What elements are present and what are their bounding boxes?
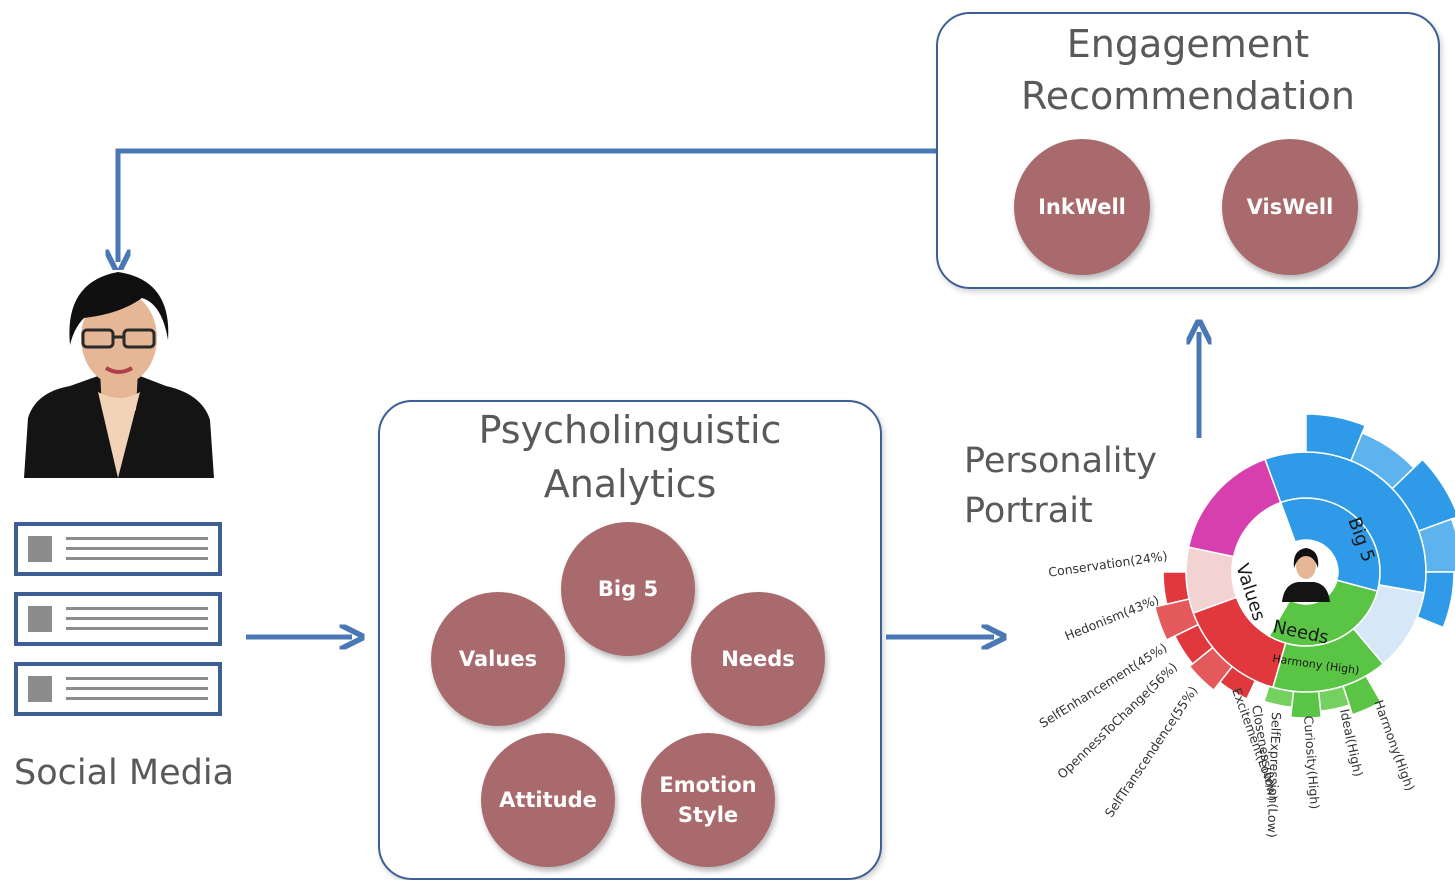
big5-outer-segment	[1416, 571, 1455, 629]
value-label: SelfTranscendence(55%)	[1102, 683, 1201, 820]
value-label: Conservation(24%)	[1047, 548, 1168, 580]
need-label: Curiosity(High)	[1301, 715, 1322, 810]
feedback-arrow	[118, 148, 940, 262]
post-thumbnail	[28, 676, 52, 702]
big5-circle: Big 5	[561, 522, 695, 656]
portrait-avatar-icon	[1274, 540, 1338, 604]
needs-circle: Needs	[691, 592, 825, 726]
emotion-style-line1: Emotion	[659, 773, 757, 797]
need-label: SelfExpression(Low)	[1265, 712, 1284, 838]
social-media-label: Social Media	[14, 753, 235, 793]
portrait-title-line2: Portrait	[964, 491, 1093, 531]
needs-outer-segment	[1263, 685, 1295, 709]
need-label: Ideal(High)	[1337, 708, 1366, 779]
portrait-title-line1: Personality	[964, 441, 1157, 481]
social-middle-segment	[1187, 458, 1282, 558]
inkwell-circle: InkWell	[1014, 139, 1150, 275]
needs-outer-segment	[1289, 690, 1323, 719]
emotion-style-circle: Emotion Style	[641, 733, 775, 867]
engagement-title-line2: Recommendation	[1021, 74, 1355, 118]
social-post-card	[14, 662, 222, 716]
engagement-title-line1: Engagement	[1066, 22, 1310, 66]
analytics-title-line2: Analytics	[543, 462, 717, 506]
social-post-card	[14, 592, 222, 646]
emotion-style-line2: Style	[677, 803, 739, 827]
analytics-title-line1: Psycholinguistic	[478, 408, 782, 452]
attitude-circle: Attitude	[481, 733, 615, 867]
values-outer-segment	[1162, 571, 1190, 606]
viswell-circle: VisWell	[1222, 139, 1358, 275]
social-post-card	[14, 522, 222, 576]
need-label: Harmony(High)	[1371, 698, 1418, 793]
engagement-box: Engagement Recommendation	[936, 12, 1440, 289]
values-circle: Values	[431, 592, 565, 726]
post-thumbnail	[28, 536, 52, 562]
value-label: Hedonism(43%)	[1063, 592, 1162, 643]
post-thumbnail	[28, 606, 52, 632]
